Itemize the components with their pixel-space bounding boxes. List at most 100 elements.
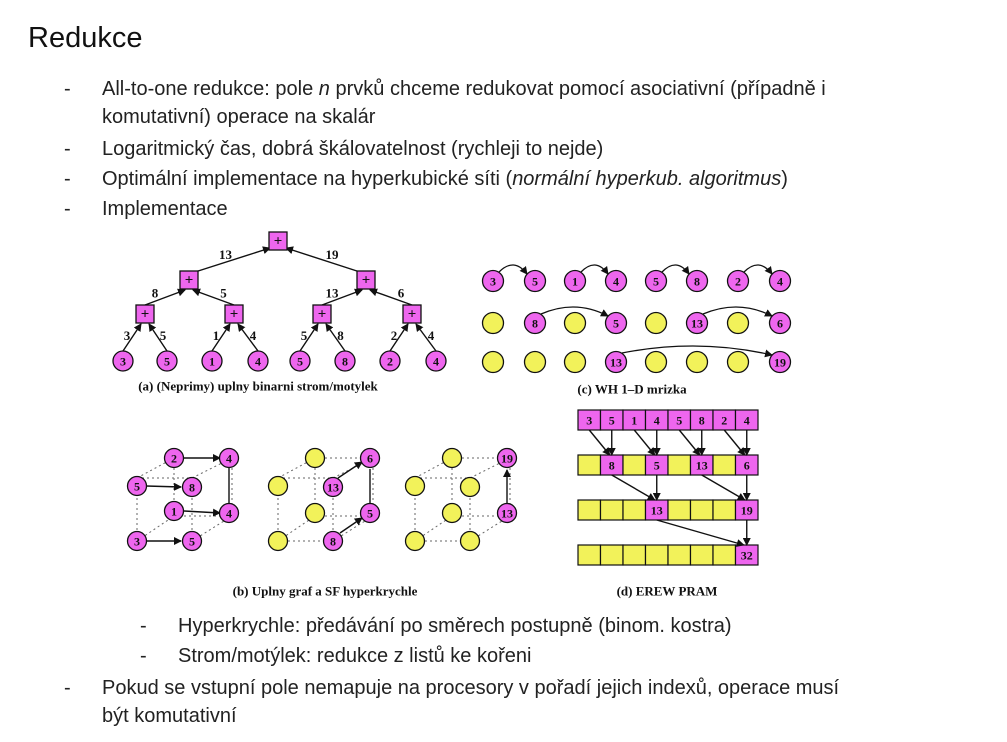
mesh-node-active [563,269,587,293]
cube2-node-active [322,530,344,552]
mesh-node [523,350,547,374]
bullet-1-text-end: prvků chceme redukovat pomocí asociativn… [329,78,826,100]
pram-cell-label: 5 [609,414,615,428]
caption-d: (d) EREW PRAM [617,584,718,599]
cube2-node-active-label: 8 [330,535,336,549]
mesh-node-active [481,269,505,293]
mesh-node-active-label: 6 [777,317,783,331]
tree-edge-label: 8 [152,286,159,301]
tree-leaf-node-label: 3 [120,355,126,369]
cube2-node [267,530,289,552]
sub-bullet-dash: - [140,615,147,637]
tree-plus-node-sign: + [185,273,194,289]
cube1-node-label: 4 [226,507,232,521]
tree-plus-node [356,270,376,290]
tree-leaf-node [156,350,178,372]
cube1-node [218,447,240,469]
pram-cell [599,499,624,521]
pram-cell [667,454,692,476]
tree-plus-node [224,304,244,324]
cube1-node-label: 8 [189,481,195,495]
pram-cell [712,454,737,476]
bullet-dash: - [64,168,71,190]
mesh-node [644,311,668,335]
mesh-arrow [743,264,773,275]
tree-edge [194,246,271,273]
tree-plus-node [179,270,199,290]
mesh-arrow [498,264,528,275]
pram-cell-label: 5 [654,459,660,473]
mesh-node [481,311,505,335]
tree-plus-node [402,304,422,324]
tree-plus-node-sign: + [362,273,371,289]
cube1-node-label: 2 [171,452,177,466]
mesh-node-active [604,269,628,293]
mesh-node [481,350,505,374]
tree-leaf-node-label: 5 [297,355,303,369]
tree-edge [122,323,142,352]
caption-c: (c) WH 1–D mrizka [577,382,687,397]
mesh-node-active [604,311,628,335]
tree-edge [321,288,363,306]
pram-arrow [656,519,745,547]
mesh-node-active-label: 13 [691,317,703,331]
pram-cell-label: 3 [586,414,592,428]
tree-leaf-node [112,350,134,372]
tree-edge [237,323,259,352]
mesh-node-active-label: 4 [777,275,783,289]
pram-cell [667,499,692,521]
pram-cell [577,454,602,476]
tree-edge-label: 8 [337,328,344,343]
tree-plus-node-sign: + [230,307,239,323]
tree-root-node [268,231,288,251]
mesh-node [726,311,750,335]
pram-cell [667,544,692,566]
pram-arrow [678,429,701,456]
tree-edge-label: 6 [398,286,405,301]
mesh-node-active [604,350,628,374]
tree-leaf-node-label: 8 [342,355,348,369]
pram-cell [622,499,647,521]
tree-edge [299,323,319,352]
cube1-node-label: 5 [189,535,195,549]
mesh-arrow [661,264,690,275]
pram-cell-label: 6 [744,459,750,473]
bullet-3: Optimální implementace na hyperkubické s… [102,166,788,193]
page-title: Redukce [28,22,143,54]
tree-edge [369,288,413,306]
mesh-node-active [685,311,709,335]
pram-cell-label: 19 [741,504,753,518]
tree-leaf-node [425,350,447,372]
pram-cell [577,499,602,521]
pram-cell-label: 2 [721,414,727,428]
tree-edge-label: 4 [428,328,435,343]
tree-leaf-node-label: 1 [209,355,215,369]
tree-root-node-sign: + [274,234,283,250]
cube3-node [459,530,481,552]
tree-edge-label: 13 [326,286,340,301]
tree-plus-node-sign: + [408,307,417,323]
mesh-node-active-label: 3 [490,275,496,289]
cube2-node [304,447,326,469]
pram-arrow [723,429,746,456]
tree-plus-node-sign: + [318,307,327,323]
mesh-node-active [523,269,547,293]
cube1-arrow [183,508,221,517]
tree-edge [415,323,437,352]
mesh-node-active-label: 8 [532,317,538,331]
pram-cell [599,544,624,566]
tree-edge-label: 4 [250,328,257,343]
mesh-node-active-label: 5 [532,275,538,289]
cube3-node [459,476,481,498]
tree-plus-node [312,304,332,324]
tree-edge [192,288,235,306]
mesh-node-active [768,269,792,293]
cube2-arrow [337,461,363,479]
cube1-node-label: 3 [134,535,140,549]
mesh-node [685,350,709,374]
bullet-4: Implementace [102,198,228,220]
bullet-1-em: n [318,78,330,100]
caption-a: (a) (Neprimy) uplny binarni strom/motyle… [138,379,378,394]
tree-leaf-node-label: 4 [433,355,439,369]
